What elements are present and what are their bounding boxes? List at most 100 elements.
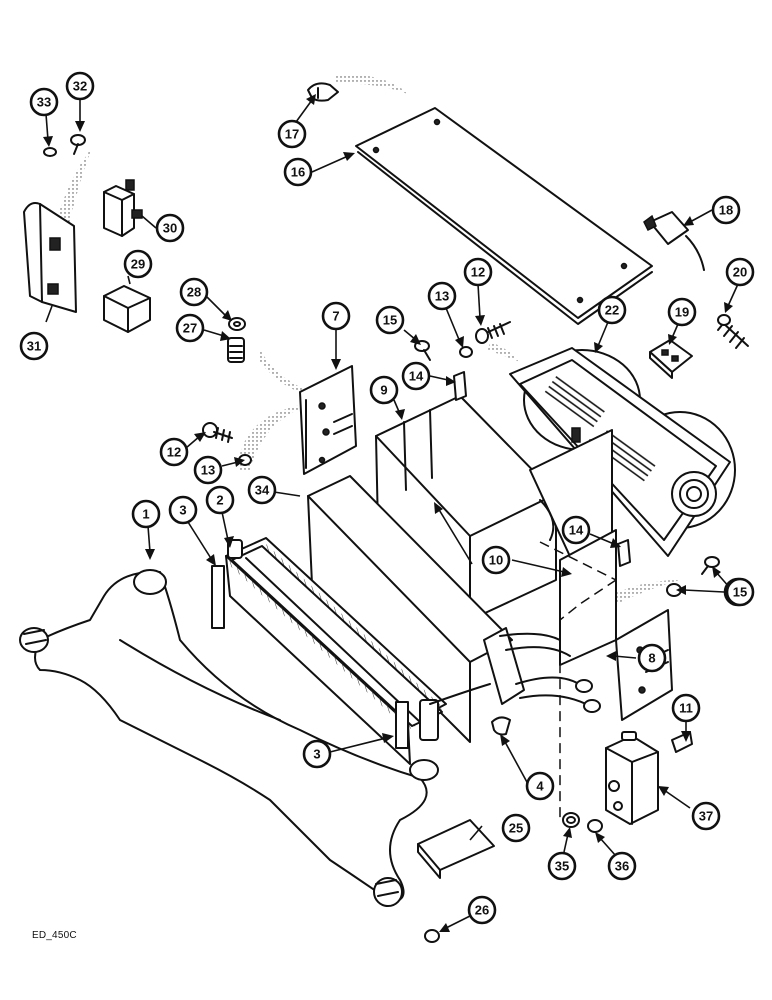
callout-8[interactable]: 8 (637, 643, 667, 673)
svg-text:35: 35 (555, 859, 569, 874)
svg-text:33: 33 (37, 95, 51, 110)
svg-text:15: 15 (383, 313, 397, 328)
svg-text:15: 15 (733, 585, 747, 600)
svg-text:14: 14 (569, 523, 584, 538)
callout-16[interactable]: 16 (283, 157, 313, 187)
callout-27[interactable]: 27 (175, 313, 205, 343)
top-cover-plate (355, 107, 653, 325)
left-bracket (299, 365, 357, 475)
connector-30 (103, 179, 143, 237)
callout-1[interactable]: 1 (131, 499, 161, 529)
callout-34[interactable]: 34 (247, 475, 277, 505)
callout-28[interactable]: 28 (179, 277, 209, 307)
callout-31[interactable]: 31 (19, 331, 49, 361)
o-ring-36 (587, 819, 603, 833)
svg-text:27: 27 (183, 321, 197, 336)
svg-text:16: 16 (291, 165, 305, 180)
drawing-code-label: ED_450C (32, 930, 77, 941)
callout-17[interactable]: 17 (277, 119, 307, 149)
screw-20 (717, 314, 749, 349)
callout-13-lower[interactable]: 13 (193, 455, 223, 485)
callout-15-right[interactable]: 15 (725, 577, 755, 607)
svg-text:29: 29 (131, 257, 145, 272)
svg-text:36: 36 (615, 859, 629, 874)
callout-14-upper[interactable]: 14 (401, 361, 431, 391)
svg-text:25: 25 (509, 821, 523, 836)
callout-10[interactable]: 10 (481, 545, 511, 575)
callout-2[interactable]: 2 (205, 485, 235, 515)
callout-30[interactable]: 30 (155, 213, 185, 243)
svg-text:12: 12 (167, 445, 181, 460)
callout-9[interactable]: 9 (369, 375, 399, 405)
callout-3-upper[interactable]: 3 (168, 495, 198, 525)
callout-11[interactable]: 11 (671, 693, 701, 723)
svg-text:20: 20 (733, 265, 747, 280)
callout-19[interactable]: 19 (667, 297, 697, 327)
callout-22[interactable]: 22 (597, 295, 627, 325)
bolt-12-lower (202, 422, 233, 443)
svg-text:19: 19 (675, 305, 689, 320)
callout-18[interactable]: 18 (711, 195, 741, 225)
o-ring-26 (424, 929, 440, 943)
callout-12-lower[interactable]: 12 (159, 437, 189, 467)
callout-12-upper[interactable]: 12 (463, 257, 493, 287)
washer-33 (43, 147, 57, 157)
foam-pad (417, 819, 495, 879)
pipe-clip (491, 716, 511, 736)
callout-7[interactable]: 7 (321, 301, 351, 331)
svg-text:13: 13 (201, 463, 215, 478)
screw-15-right (701, 556, 720, 575)
callout-37[interactable]: 37 (691, 801, 721, 831)
svg-text:3: 3 (179, 503, 186, 518)
svg-text:17: 17 (285, 127, 299, 142)
svg-text:1: 1 (142, 507, 149, 522)
clip-14-upper (453, 371, 467, 401)
svg-text:31: 31 (27, 339, 41, 354)
switch-block (649, 339, 693, 379)
expansion-valve-block (605, 731, 659, 825)
callout-29[interactable]: 29 (123, 249, 153, 279)
svg-text:18: 18 (719, 203, 733, 218)
svg-text:2: 2 (216, 493, 223, 508)
svg-text:9: 9 (380, 383, 387, 398)
callout-13-upper[interactable]: 13 (427, 281, 457, 311)
leader-lines (43, 94, 739, 932)
bolt-12-upper (475, 321, 511, 344)
svg-text:28: 28 (187, 285, 201, 300)
svg-text:3: 3 (313, 747, 320, 762)
callout-25[interactable]: 25 (501, 813, 531, 843)
callout-15-upper[interactable]: 15 (375, 305, 405, 335)
svg-text:26: 26 (475, 903, 489, 918)
heater-housing-box (375, 395, 617, 666)
screw-32 (70, 134, 86, 155)
callout-32[interactable]: 32 (65, 71, 95, 101)
svg-text:7: 7 (332, 309, 339, 324)
valve-manifold (483, 627, 601, 713)
heater-core (225, 537, 491, 765)
svg-text:13: 13 (435, 289, 449, 304)
callout-14-right[interactable]: 14 (561, 515, 591, 545)
blower-switch (643, 211, 705, 271)
svg-text:8: 8 (648, 651, 655, 666)
callout-33[interactable]: 33 (29, 87, 59, 117)
svg-text:12: 12 (471, 265, 485, 280)
callout-3-lower[interactable]: 3 (302, 739, 332, 769)
callout-20[interactable]: 20 (725, 257, 755, 287)
mounting-bracket-31 (23, 202, 77, 313)
callout-26[interactable]: 26 (467, 895, 497, 925)
washer-13-upper (459, 346, 473, 358)
o-ring-35 (562, 812, 580, 828)
air-duct (19, 569, 439, 907)
callout-35[interactable]: 35 (547, 851, 577, 881)
svg-text:4: 4 (536, 779, 544, 794)
dashed-lines (539, 541, 617, 820)
svg-text:34: 34 (255, 483, 270, 498)
callout-36[interactable]: 36 (607, 851, 637, 881)
svg-text:32: 32 (73, 79, 87, 94)
svg-text:37: 37 (699, 809, 713, 824)
callout-4[interactable]: 4 (525, 771, 555, 801)
svg-text:14: 14 (409, 369, 424, 384)
svg-text:10: 10 (489, 553, 503, 568)
callouts: 1 2 3 3 4 7 8 9 10 11 12 12 13 13 13 14 … (19, 71, 755, 925)
